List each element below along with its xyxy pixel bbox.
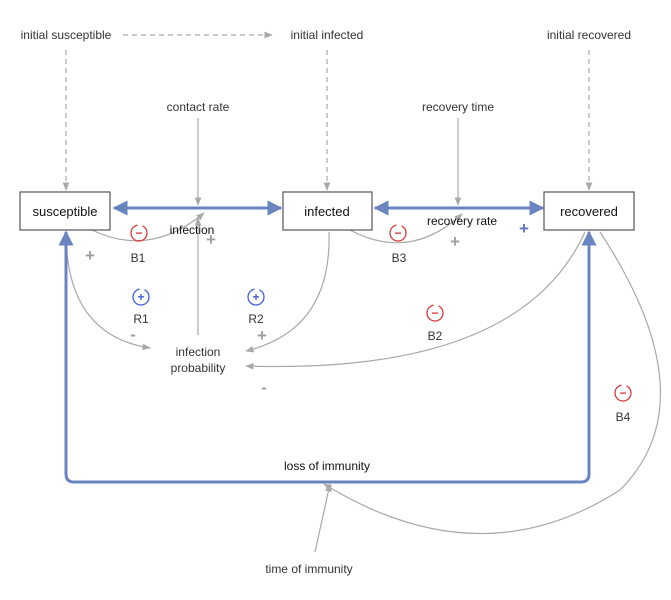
stock-susceptible-label: susceptible bbox=[32, 204, 97, 219]
loop-b4-label: B4 bbox=[616, 410, 631, 424]
causal-links bbox=[65, 118, 662, 553]
loop-b2-symbol: − bbox=[431, 306, 438, 320]
var-time-of-immunity[interactable]: time of immunity bbox=[265, 562, 352, 576]
stock-infected-label: infected bbox=[304, 204, 350, 219]
loop-b1-symbol: − bbox=[135, 226, 142, 240]
flow-recovery-rate-label[interactable]: recovery rate bbox=[427, 214, 497, 228]
var-initial-infected[interactable]: initial infected bbox=[291, 28, 364, 42]
stock-susceptible[interactable]: susceptible bbox=[19, 191, 111, 231]
loop-b4: − B4 bbox=[614, 384, 632, 424]
balancing-loop-icon bbox=[614, 384, 632, 402]
stock-recovered[interactable]: recovered bbox=[543, 191, 635, 231]
initial-value-links bbox=[62, 31, 593, 191]
balancing-loop-icon bbox=[426, 304, 444, 322]
loop-b4-symbol: − bbox=[619, 386, 626, 400]
flows bbox=[58, 200, 597, 484]
var-infection-probability-line1[interactable]: infection bbox=[176, 345, 221, 359]
reinforcing-loop-icon bbox=[247, 288, 265, 306]
loop-r2-symbol: + bbox=[252, 290, 259, 304]
polarity-recovery-flow-plus: + bbox=[519, 219, 529, 238]
polarity-infection-probability-plus: + bbox=[206, 230, 216, 249]
polarity-recovered-prob-minus: - bbox=[261, 378, 267, 397]
flow-loss-of-immunity-arrow bbox=[58, 230, 597, 484]
stock-infected[interactable]: infected bbox=[282, 191, 373, 231]
var-initial-susceptible[interactable]: initial susceptible bbox=[21, 28, 112, 42]
var-contact-rate[interactable]: contact rate bbox=[167, 100, 230, 114]
polarity-susceptible-prob-minus: - bbox=[130, 325, 136, 344]
polarity-recovery-time-plus: + bbox=[450, 232, 460, 251]
link-infected-to-infection-probability bbox=[245, 231, 330, 353]
var-initial-recovered[interactable]: initial recovered bbox=[547, 28, 631, 42]
loop-b2: − B2 bbox=[426, 304, 444, 343]
loop-r1: + R1 bbox=[132, 288, 150, 326]
loop-r1-label: R1 bbox=[133, 312, 149, 326]
stock-recovered-label: recovered bbox=[560, 204, 618, 219]
balancing-loop-icon bbox=[130, 224, 148, 242]
link-recovered-to-infection-probability bbox=[245, 231, 586, 370]
var-infection-probability-line2[interactable]: probability bbox=[171, 361, 226, 375]
loop-b3-label: B3 bbox=[392, 251, 407, 265]
loop-b3: − B3 bbox=[389, 224, 407, 265]
loop-b2-label: B2 bbox=[428, 329, 443, 343]
polarity-infected-prob-plus: + bbox=[257, 326, 267, 345]
loop-r2-label: R2 bbox=[248, 312, 264, 326]
link-time-of-immunity-to-loss-of-immunity bbox=[314, 483, 332, 553]
loop-r1-symbol: + bbox=[137, 290, 144, 304]
reinforcing-loop-icon bbox=[132, 288, 150, 306]
loop-b3-symbol: − bbox=[394, 226, 401, 240]
loop-b1-label: B1 bbox=[131, 251, 146, 265]
var-recovery-time[interactable]: recovery time bbox=[422, 100, 494, 114]
link-recovered-to-loss-of-immunity bbox=[323, 231, 662, 535]
balancing-loop-icon bbox=[389, 224, 407, 242]
flow-infection-label[interactable]: infection bbox=[170, 223, 215, 237]
polarity-susceptible-plus: + bbox=[85, 246, 95, 265]
loop-r2: + R2 bbox=[247, 288, 265, 326]
loop-b1: − B1 bbox=[130, 224, 148, 265]
flow-loss-of-immunity-label[interactable]: loss of immunity bbox=[284, 459, 370, 473]
